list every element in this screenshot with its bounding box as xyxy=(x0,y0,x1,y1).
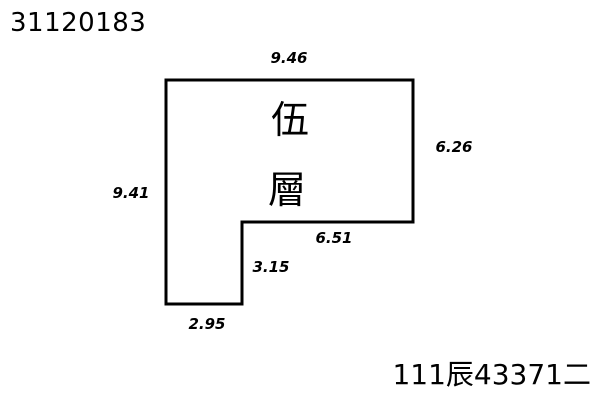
dimension-bottom: 2.95 xyxy=(188,315,225,333)
dimension-left: 9.41 xyxy=(112,184,149,202)
dimension-right: 6.26 xyxy=(435,138,472,156)
floor-label-line1: 伍 xyxy=(271,98,309,142)
dimension-inner-vertical: 3.15 xyxy=(252,258,289,276)
document-number: 31120183 xyxy=(10,8,147,38)
record-number: 111辰43371二 xyxy=(392,358,591,392)
floor-label-line2: 層 xyxy=(268,168,306,212)
building-outline xyxy=(164,78,415,306)
dimension-inner-horizontal: 6.51 xyxy=(315,229,352,247)
dimension-top: 9.46 xyxy=(270,49,307,67)
